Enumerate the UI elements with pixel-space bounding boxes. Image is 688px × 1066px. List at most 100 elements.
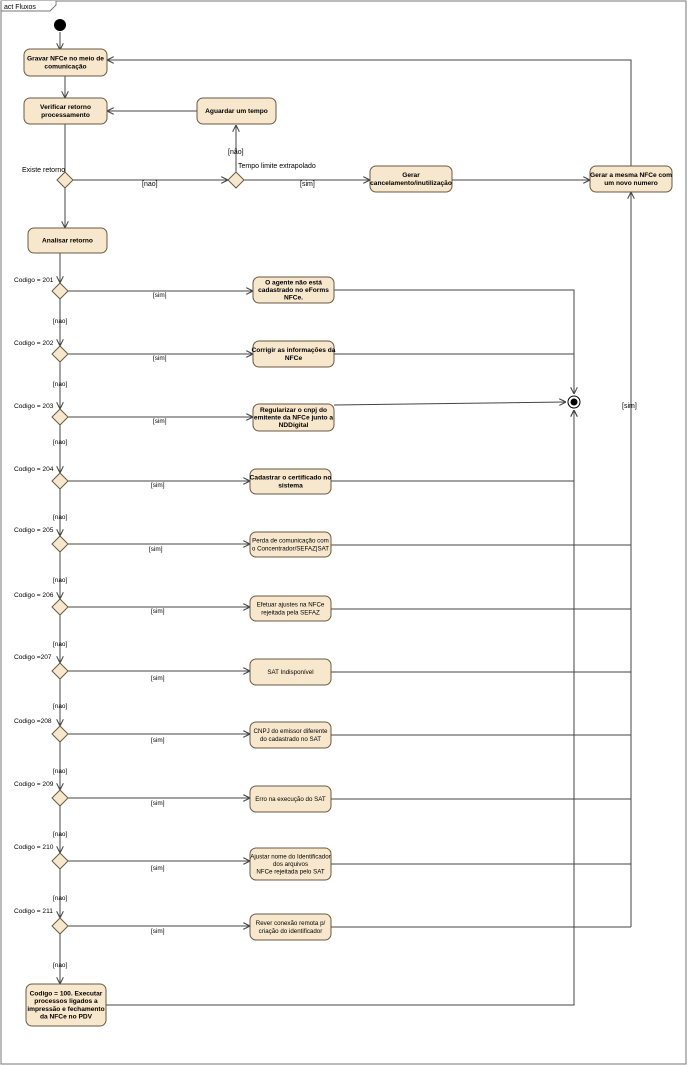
label-nao: [nao]: [53, 381, 67, 388]
activity-label: NFCe: [285, 355, 303, 362]
label-nao: [nao]: [53, 768, 67, 775]
decision-existe-retorno: [56, 171, 74, 189]
decisions: [51, 171, 245, 935]
decision-code-1: [51, 282, 69, 300]
decision-code-8: [51, 725, 69, 743]
activity-label: da NFCe no PDV: [40, 1013, 93, 1020]
edge-204-final: [331, 410, 574, 482]
code-label: Codigo = 201: [14, 277, 54, 284]
activity-label: Rever conexão remota p/: [256, 920, 326, 927]
label-sim: [sim]: [153, 292, 167, 299]
activity-label: Cadastrar o certificado no: [250, 475, 332, 482]
edge-mesma-gravar: [107, 60, 632, 166]
label-nao: [nao]: [53, 439, 67, 446]
activity-label: Verificar retorno: [40, 104, 91, 111]
code-label: Codigo = 203: [14, 403, 54, 410]
activity-label: Erro na execução do SAT: [255, 796, 326, 803]
frame-title: act Fluxos: [4, 4, 36, 11]
label-sim: [sim]: [153, 418, 167, 425]
edge-203-final: [333, 402, 566, 405]
label-sim: [sim]: [149, 546, 163, 553]
activity-label: NFCe rejeitada pelo SAT: [256, 869, 325, 876]
activity-label: do cadastrado no SAT: [260, 736, 321, 743]
label-sim: [sim]: [151, 865, 165, 872]
label-tempo-limite: Tempo limite extrapolado: [238, 163, 316, 170]
code-label: Codigo = 202: [14, 340, 54, 347]
label-sim: [sim]: [151, 928, 165, 935]
edge-201-final: [334, 289, 574, 394]
activity-label: Aguardar um tempo: [205, 108, 268, 115]
label-dec2-nao: [não]: [228, 149, 244, 156]
activity-label: um novo numero: [604, 180, 657, 187]
activity-label: Codigo = 100. Executar: [30, 991, 103, 998]
activity-label: cancelamento/inutilização: [370, 180, 452, 187]
activity-label: processamento: [41, 112, 90, 119]
activity-a209: Erro na execução do SAT: [249, 785, 332, 813]
label-nao: [nao]: [53, 641, 67, 648]
label-sim: [sim]: [151, 482, 165, 489]
code-edges: [60, 291, 253, 984]
decision-code-10: [51, 852, 69, 870]
activity-label: Gerar: [402, 172, 420, 179]
activity-label: rejeitada pela SEFAZ: [261, 609, 320, 616]
label-nao: [nao]: [53, 703, 67, 710]
label-sim: [sim]: [151, 800, 165, 807]
decision-code-7: [51, 662, 69, 680]
code-label: Codigo = 209: [14, 781, 54, 788]
frame-tab: [0, 1, 57, 12]
activity-label: impressão e fechamento: [27, 1006, 104, 1013]
code-label: Codigo = 205: [14, 527, 54, 534]
activity-analisar: Analisar retorno: [27, 227, 108, 254]
label-nao: [nao]: [53, 831, 67, 838]
label-dec1-nao: [nao]: [142, 181, 158, 188]
activity-label: cadastrado no eForms: [258, 287, 329, 294]
label-nao: [nao]: [53, 895, 67, 902]
activity-label: o Concentrador/SEFAZ|SAT: [252, 545, 329, 552]
activity-label: NDDigital: [279, 422, 309, 429]
activity-label: Regularizar o cnpj do: [260, 407, 327, 414]
activity-label: NFCe.: [284, 295, 303, 302]
label-sim: [sim]: [151, 737, 165, 744]
activity-a211: Rever conexão remota p/criação do identi…: [249, 913, 332, 941]
edges: [60, 32, 632, 283]
activity-label: processos ligados a: [34, 998, 98, 1005]
final-node: [567, 395, 581, 409]
label-dec2-sim: [sim]: [300, 181, 315, 188]
decision-code-4: [51, 472, 69, 490]
code-label: Codigo = 210: [14, 844, 54, 851]
initial-node: [54, 19, 66, 31]
activity-label: Efetuar ajustes na NFCe: [257, 602, 325, 609]
activity-label: Analisar retorno: [42, 238, 93, 245]
code-label: Codigo = 211: [14, 908, 53, 915]
code-label: Codigo =207: [14, 654, 52, 661]
label-sim: [sim]: [151, 608, 165, 615]
collector-lines: [106, 192, 631, 1006]
activity-label: emitente da NFCe junto a: [254, 415, 333, 422]
activity-label: O agente não está: [265, 279, 322, 286]
code-label: Codigo =208: [14, 718, 52, 725]
label-sim: [sim]: [153, 355, 167, 362]
activity-aguardar: Aguardar um tempo: [196, 97, 277, 125]
activity-label: Perda de comunicação com: [252, 538, 329, 545]
decision-code-5: [51, 535, 69, 553]
code-labels: Codigo = 201 [sim] [nao] Codigo = 202 [sim] […: [14, 277, 167, 969]
label-sim: [sim]: [151, 675, 165, 682]
activity-label: Corrigir as informações da: [252, 347, 336, 354]
activity-label: CNPJ do emissor diferente: [254, 728, 328, 735]
label-loop-sim: [sim]: [622, 403, 637, 410]
